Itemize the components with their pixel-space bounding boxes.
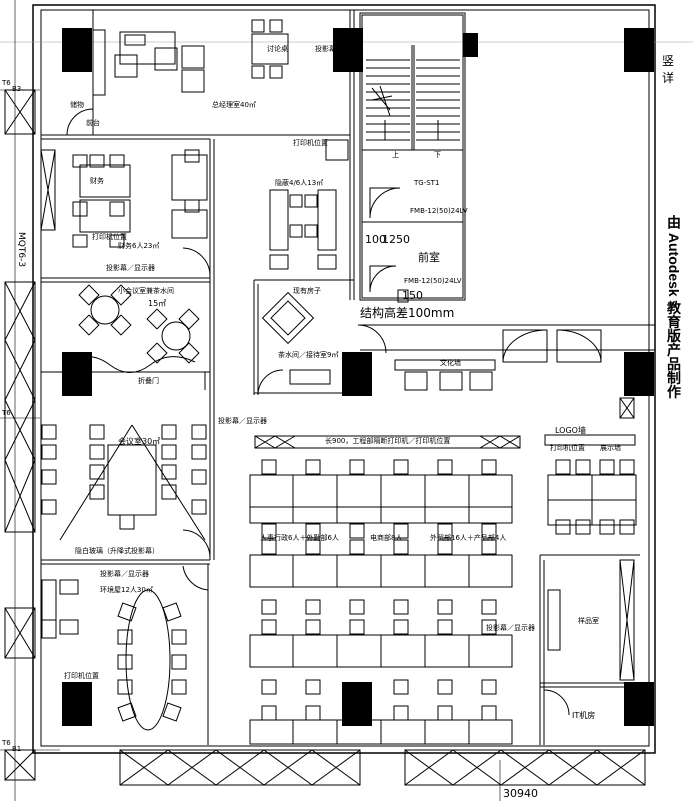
axis-t6-label: T6	[2, 79, 11, 87]
structure-note: 结构高差100mm	[360, 306, 455, 320]
printer-label: 打印机位置	[92, 233, 127, 241]
window-frames	[4, 89, 646, 786]
fire-door-label: FMB-12(50)24LV	[404, 277, 462, 285]
interior-walls	[41, 10, 655, 745]
column	[624, 352, 654, 396]
column	[342, 352, 372, 396]
projection-label: 投影幕／显示器	[486, 624, 535, 632]
fire-door-label: FMB-12(50)24LV	[410, 207, 468, 215]
column	[333, 28, 363, 72]
column	[463, 33, 478, 57]
lobby-label: 前室	[418, 251, 440, 264]
training-furniture	[41, 579, 187, 731]
discussion-label: 讨论桌	[267, 45, 288, 53]
dim-1250: 1250	[382, 233, 410, 246]
column	[62, 682, 92, 726]
column	[342, 682, 372, 726]
column	[624, 28, 654, 72]
pantry-furniture	[261, 291, 331, 385]
conference-furniture	[41, 424, 207, 541]
projection-label: 投影幕／显示器	[100, 570, 149, 578]
folding-door-label: 折叠门	[138, 377, 159, 385]
workstations-right	[547, 459, 637, 651]
it-room-label: IT机房	[572, 711, 596, 720]
pantry-top-label: 现有房子	[293, 287, 321, 295]
workstations-block-3	[249, 619, 513, 695]
long-table-label: 长900，工程部隔断打印机／打印机位置	[325, 437, 451, 445]
pantry-label: 茶水间／接待室9㎡	[278, 351, 339, 359]
corridor-items	[254, 359, 636, 449]
column	[62, 352, 92, 396]
finance-desk-label: 财务	[90, 177, 104, 185]
conference-label: 会议室30㎡	[118, 437, 161, 446]
autodesk-watermark: 由 Autodesk 教育版产品制作	[666, 215, 682, 399]
storage-label: 储物	[70, 101, 84, 109]
printer-label: 打印机位置	[64, 672, 99, 680]
stair-up-label: 上	[392, 151, 399, 159]
workstations-block-2	[249, 539, 513, 615]
axis-b3-label: B3	[12, 85, 22, 93]
printer-label: 打印机位置	[293, 139, 328, 147]
finance-room-label: 财务6人23㎡	[118, 242, 160, 250]
logo-wall-label: LOGO墙	[555, 426, 586, 435]
small-meeting-area-label: 15㎡	[148, 299, 167, 308]
axis-t6-label: T6	[2, 739, 11, 747]
cut-text-1: 竖	[662, 54, 675, 68]
dept-b-label: 电商部8人	[370, 534, 403, 542]
meeting-46-label: 隐蔽4/6人13㎡	[275, 179, 324, 187]
projection-label: 投影幕／显示器	[218, 417, 267, 425]
sample-room-label: 样品室	[578, 617, 599, 625]
gm-office-furniture	[92, 19, 289, 96]
dept-a-label: 人事行政6人＋外勤部6人	[260, 534, 339, 542]
axis-b1-label: B1	[12, 745, 22, 753]
door-swings	[66, 108, 602, 716]
meeting-46-furniture	[269, 139, 349, 270]
stair-down-label: 下	[434, 151, 441, 159]
finance-desks	[72, 149, 208, 248]
stair-code-label: TG-ST1	[414, 179, 440, 187]
stair-core	[359, 12, 466, 303]
dim-100: 100	[365, 233, 386, 246]
workstations-block-4	[249, 705, 513, 745]
printer-label: 打印机位置	[550, 444, 585, 452]
cut-text-2: 详	[662, 71, 675, 85]
training-label: 环境屋12人30㎡	[100, 586, 153, 594]
reception-desk-label: 前台	[86, 119, 100, 127]
projection-label: 投影幕／显示器	[106, 264, 155, 272]
small-meeting-label: 小会议室兼茶水间	[118, 287, 174, 295]
whiteboard-label: 隐白玻璃（升降式投影幕）	[75, 547, 159, 555]
mqt-label: MQT6-3	[16, 232, 26, 268]
projection-top-label: 投影幕	[315, 45, 336, 53]
bottom-dimension: 30940	[503, 787, 538, 800]
gm-office-label: 总经理室40㎡	[212, 101, 256, 109]
corridor-label: 文化墙	[440, 359, 461, 367]
workstations-block-1	[249, 459, 513, 539]
column	[62, 28, 92, 72]
dim-150: 150	[402, 289, 423, 302]
axis-t6-label: T6	[2, 409, 11, 417]
dept-c-label: 外贸部16人＋产品部4人	[430, 534, 507, 542]
column	[624, 682, 654, 726]
wall-strip-label: 展示墙	[600, 444, 621, 452]
